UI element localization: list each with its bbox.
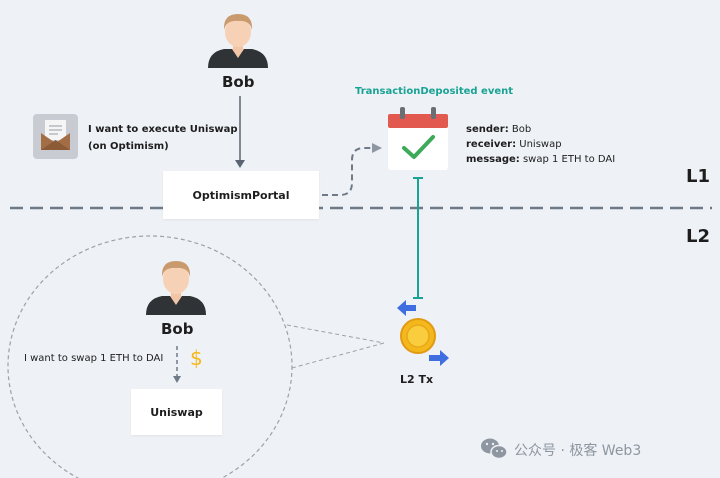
arrow-portal-to-event [322, 147, 372, 196]
watermark: 公众号 · 极客 Web3 [514, 443, 642, 459]
optimism-portal-label: OptimismPortal [192, 188, 290, 202]
arrow-right-icon [429, 350, 449, 366]
zoom-line-bottom [291, 342, 385, 369]
wechat-icon [481, 438, 508, 460]
event-title: TransactionDeposited event [355, 86, 514, 97]
layer-label-l2: L2 [686, 226, 710, 247]
l2-tx-label: L2 Tx [400, 373, 434, 386]
optimism-portal-box: OptimismPortal [163, 171, 319, 219]
dollar-icon: $ [190, 346, 203, 370]
zoom-line-top [286, 324, 385, 344]
event-sender: sender: Bob [466, 124, 532, 135]
calendar-check-icon [388, 107, 448, 170]
coin-icon [400, 318, 436, 354]
layer-label-l1: L1 [686, 166, 710, 187]
envelope-icon [33, 114, 78, 159]
event-receiver: receiver: Uniswap [466, 139, 562, 150]
intent-line-1: I want to execute Uniswap [88, 124, 238, 135]
swap-intent-text: I want to swap 1 ETH to DAI [24, 353, 164, 364]
user-avatar-icon [146, 261, 206, 315]
intent-text: I want to execute Uniswap (on Optimism) [88, 121, 238, 155]
uniswap-label: Uniswap [150, 405, 203, 419]
event-message: message: swap 1 ETH to DAI [466, 154, 616, 165]
intent-line-2: (on Optimism) [88, 141, 169, 152]
uniswap-box: Uniswap [131, 389, 222, 435]
l2-zoom-circle [7, 235, 293, 478]
arrow-left-icon [397, 300, 416, 316]
user-avatar-icon [208, 14, 268, 68]
l2-user-name: Bob [161, 320, 194, 338]
event-fields: sender: Bob receiver: Uniswap message: s… [466, 122, 615, 167]
top-user-name: Bob [222, 73, 255, 91]
